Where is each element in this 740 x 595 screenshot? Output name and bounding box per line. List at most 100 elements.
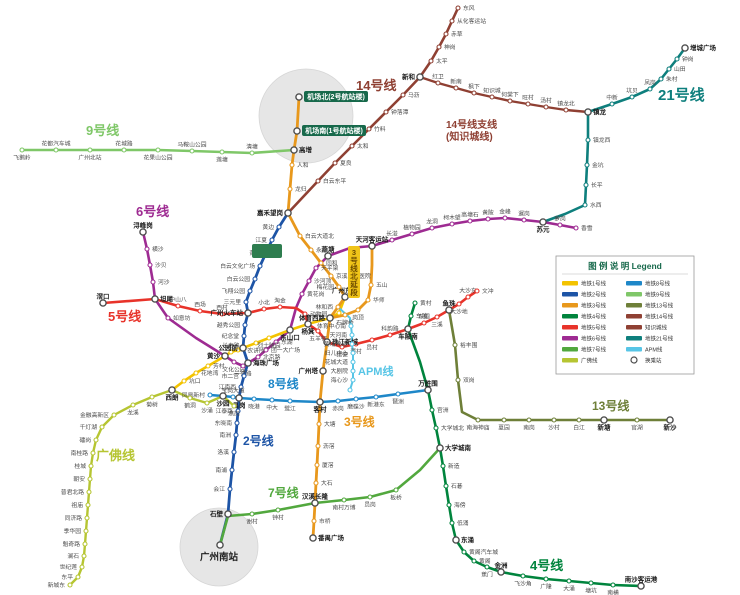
- station-label: 马沥: [408, 91, 420, 99]
- line-name-label: 13号线: [592, 398, 629, 413]
- station-dot: [231, 449, 237, 455]
- station-label: 市二宫: [222, 372, 240, 380]
- station-label: 烈士陵园: [257, 342, 280, 350]
- station-label: 同济路: [65, 514, 83, 522]
- station-dot: [251, 396, 257, 402]
- station-dot: [205, 363, 211, 369]
- station-label: 磨碟沙: [347, 403, 365, 411]
- station-dot: [83, 528, 89, 534]
- station-label: 西场: [194, 301, 206, 309]
- station-label: 花城大道: [325, 358, 348, 366]
- station-label: 车陂: [416, 312, 428, 320]
- station-label: 千灯湖: [80, 423, 98, 431]
- station-dot: [293, 127, 301, 135]
- station-dot: [455, 377, 461, 383]
- map-render-layer: 飞鹅岭花都汽车城广州北站花城路花果山公园马鞍山公园莲塘清塘高增东风从化客运站赤草…: [13, 4, 716, 595]
- station-dot: [342, 312, 348, 318]
- station-label: 动物园: [310, 310, 328, 318]
- logo-badge: [252, 244, 282, 258]
- legend-label: 知识城线: [645, 324, 668, 332]
- station-dot: [647, 86, 653, 92]
- station-dot: [244, 309, 252, 317]
- station-dot: [349, 332, 355, 338]
- station-dot: [216, 541, 224, 549]
- legend-label: APM线: [645, 346, 663, 354]
- station-dot: [99, 299, 107, 307]
- station-dot: [446, 502, 452, 508]
- station-dot: [424, 386, 432, 394]
- station-label: 广州东站: [332, 286, 359, 295]
- station-label: 滘口: [97, 292, 110, 301]
- station-label: 汉溪长隆: [302, 492, 329, 501]
- station-dot: [336, 284, 342, 290]
- station-dot: [235, 394, 243, 402]
- station-label: 花都汽车城: [42, 140, 71, 148]
- station-label: 新港东: [367, 401, 385, 409]
- station-dot: [81, 553, 87, 559]
- line-name-label: 7号线: [268, 485, 299, 500]
- station-dot: [521, 217, 527, 223]
- station-label: 塘坑: [585, 587, 597, 595]
- metro-line-13: [447, 308, 672, 422]
- station-dot: [485, 216, 491, 222]
- station-label: 坑口: [189, 377, 201, 385]
- station-label: 水西: [590, 201, 602, 209]
- station-label: 三溪: [431, 321, 443, 329]
- legend-label: 地铁1号线: [581, 280, 607, 288]
- station-dot: [147, 262, 153, 268]
- station-dot: [231, 403, 237, 409]
- station-label: 高增: [299, 145, 313, 154]
- station-label: 萝岗: [554, 215, 566, 223]
- station-label: 杨箕: [302, 327, 316, 336]
- station-label: 钟岗: [682, 55, 694, 63]
- station-dot: [368, 282, 374, 288]
- station-label: 清塘: [246, 143, 258, 151]
- station-label: 马鞍山公园: [178, 141, 207, 149]
- station-dot: [347, 387, 353, 393]
- station-dot: [433, 425, 439, 431]
- station-label: 华师: [373, 296, 385, 304]
- station-dot: [289, 162, 295, 168]
- station-dot: [228, 349, 234, 355]
- station-dot: [197, 308, 203, 314]
- station-dot: [219, 392, 227, 400]
- station-label: 江夏: [255, 237, 267, 244]
- station-label: 体育西路: [299, 313, 326, 322]
- station-dot: [88, 463, 94, 469]
- station-label: 钟村: [272, 514, 284, 522]
- station-dot: [349, 143, 355, 149]
- station-label: 会江: [213, 485, 225, 493]
- station-label: 花地湾: [201, 369, 219, 377]
- station-label: 大学城北: [441, 424, 464, 432]
- station-dot: [221, 352, 229, 360]
- station-dot: [263, 347, 269, 353]
- station-dot: [335, 304, 341, 310]
- station-dot: [93, 437, 99, 443]
- station-dot: [658, 76, 664, 82]
- station-label: 南海神庙: [466, 424, 489, 432]
- line-name-label: 8号线: [268, 376, 299, 391]
- station-label: 岗顶: [352, 315, 364, 322]
- station-label: 林和西: [316, 303, 334, 311]
- station-dot: [443, 31, 449, 37]
- station-dot: [557, 222, 563, 228]
- station-label: 珠江新城: [332, 337, 359, 346]
- airport-south-badge: [302, 125, 366, 136]
- station-dot: [311, 518, 317, 524]
- station-label: 广州北站: [78, 154, 101, 162]
- station-label: 大沙东: [459, 287, 477, 295]
- station-label: 花城路: [115, 140, 133, 148]
- station-label: 赤岗: [332, 406, 344, 413]
- station-label: 三元里: [224, 299, 242, 306]
- station-label: 宝岗大道: [221, 387, 244, 395]
- station-dot: [130, 402, 136, 408]
- station-label: 大剧院: [331, 367, 349, 375]
- legend-label: 地铁9号线: [645, 291, 671, 299]
- station-label: 坦尾: [160, 294, 174, 303]
- station-label: 坑贝: [626, 87, 638, 95]
- station-dot: [243, 299, 249, 305]
- line-name-label: 21号线: [658, 86, 705, 104]
- station-dot: [253, 340, 259, 346]
- station-dot: [111, 412, 117, 418]
